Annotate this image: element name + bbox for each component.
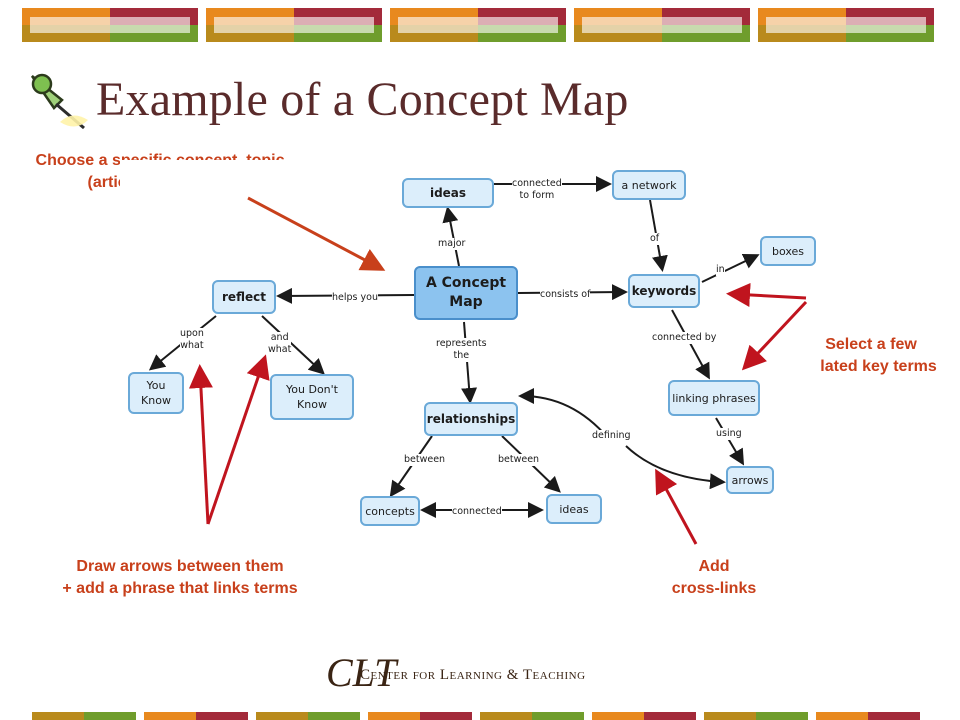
- annotation-line: + add a phrase that links terms: [62, 580, 298, 597]
- decor-block: [816, 712, 920, 720]
- decor-block: [704, 712, 808, 720]
- clt-logo: CLT: [326, 650, 646, 695]
- node-you-know: You Know: [128, 372, 184, 414]
- link-label-of: of: [650, 233, 660, 245]
- bottom-decorative-band: [0, 712, 960, 720]
- link-label-connected-to-form: connected to form: [512, 178, 562, 202]
- annotation-line: cross-links: [671, 580, 757, 597]
- node-line: Know: [141, 394, 171, 407]
- slide-title: Example of a Concept Map: [96, 73, 629, 126]
- annotation-line: related key terms: [805, 358, 937, 375]
- annotation-line: Select a few: [825, 336, 917, 353]
- link-label-connected-by: connected by: [652, 332, 717, 344]
- annotation-line: Draw arrows between them: [76, 558, 284, 575]
- node-line: You Don't: [286, 383, 338, 396]
- link-label-line: represents: [436, 338, 487, 349]
- node-a-network: a network: [612, 170, 686, 200]
- decor-block: [206, 8, 382, 42]
- node-line: You: [146, 379, 166, 392]
- link-label-line: connected: [512, 178, 562, 189]
- node-boxes: boxes: [760, 236, 816, 266]
- annotation-draw-arrows: Draw arrows between them + add a phrase …: [24, 556, 336, 600]
- link-label-using: using: [716, 428, 742, 440]
- node-reflect: reflect: [212, 280, 276, 314]
- decor-block: [368, 712, 472, 720]
- link-label-consists-of: consists of: [540, 289, 591, 301]
- node-line: Map: [449, 294, 483, 310]
- node-concepts: concepts: [360, 496, 420, 526]
- decor-block: [758, 8, 934, 42]
- node-keywords: keywords: [628, 274, 700, 308]
- node-you-dont-know: You Don't Know: [270, 374, 354, 420]
- link-label-line: the: [453, 350, 470, 361]
- link-label-between-left: between: [404, 454, 446, 466]
- pushpin-icon: [26, 70, 94, 134]
- node-line: Know: [297, 398, 327, 411]
- decor-block: [144, 712, 248, 720]
- logo-mark: CLT: [326, 650, 399, 694]
- annotation-select-terms: Select a few related key terms: [786, 334, 956, 378]
- decor-block: [256, 712, 360, 720]
- node-a-concept-map: A Concept Map: [414, 266, 518, 320]
- link-label-upon-what: upon what: [180, 328, 204, 352]
- top-decorative-band: [0, 0, 960, 44]
- annotation-add-crosslinks: Add cross-links: [644, 556, 784, 600]
- link-label-line: what: [180, 340, 204, 351]
- node-arrows: arrows: [726, 466, 774, 494]
- link-label-helps-you: helps you: [332, 292, 378, 304]
- node-relationships: relationships: [424, 402, 518, 436]
- link-label-in: in: [716, 264, 725, 276]
- link-label-between-right: between: [498, 454, 540, 466]
- annotation-line: Add: [698, 558, 730, 575]
- link-label-line: upon: [180, 328, 204, 339]
- decor-block: [390, 8, 566, 42]
- link-label-line: to form: [519, 190, 555, 201]
- link-label-represents-the: represents the: [436, 338, 487, 362]
- link-label-major: major: [438, 238, 466, 250]
- link-label-defining: defining: [592, 430, 631, 442]
- link-label-connected: connected: [452, 506, 502, 518]
- link-label-and-what: and what: [268, 332, 292, 356]
- link-label-line: what: [268, 344, 292, 355]
- logo-text: Center for Learning & Teaching: [360, 667, 586, 683]
- decor-block: [22, 8, 198, 42]
- decor-block: [480, 712, 584, 720]
- node-linking-phrases: linking phrases: [668, 380, 760, 416]
- node-line: A Concept: [425, 275, 507, 291]
- decor-block: [32, 712, 136, 720]
- node-ideas-bottom: ideas: [546, 494, 602, 524]
- link-label-line: and: [270, 332, 289, 343]
- decor-block: [574, 8, 750, 42]
- decor-block: [592, 712, 696, 720]
- node-ideas-top: ideas: [402, 178, 494, 208]
